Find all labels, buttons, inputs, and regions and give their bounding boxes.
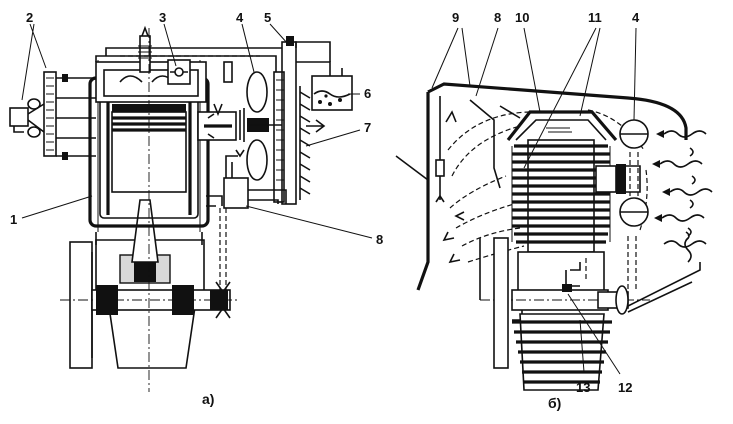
- caption-b: б): [548, 395, 561, 411]
- air-vent: [223, 61, 233, 83]
- callout-b-12: 12: [618, 380, 632, 395]
- temperature-gauge: [9, 71, 96, 160]
- callout-a-1: 1: [10, 212, 17, 227]
- cylinder-cowl: [506, 110, 618, 142]
- thermostat: [167, 59, 191, 85]
- flywheel-b: [479, 237, 509, 369]
- callout-a-3: 3: [159, 10, 166, 25]
- caption-a: а): [202, 391, 214, 407]
- leader-lines-b: [431, 27, 637, 375]
- callout-b-10: 10: [515, 10, 529, 25]
- connecting-rod: [119, 199, 171, 284]
- expansion-tank: [295, 41, 353, 111]
- callout-b-11: 11: [588, 10, 602, 25]
- callout-b-8: 8: [494, 10, 501, 25]
- finned-cylinder: [511, 139, 611, 253]
- callout-b-13: 13: [576, 380, 590, 395]
- drive-link: [219, 208, 227, 290]
- callout-a-4: 4: [236, 10, 244, 25]
- axial-fan: [595, 119, 649, 290]
- callout-a-8: 8: [376, 232, 383, 247]
- crankcase-b: [480, 251, 701, 321]
- oil-line: [562, 258, 587, 292]
- callout-b-9: 9: [452, 10, 459, 25]
- piston: [111, 28, 187, 392]
- air-flow-arrows: [442, 109, 648, 264]
- figure-a-liquid-cooling: 2 1 3 4 5 6 7 8 а): [9, 10, 383, 407]
- callout-a-2: 2: [26, 10, 33, 25]
- figure-b-air-cooling: 9 8 10 11 4 12 13 б): [395, 10, 713, 411]
- leader-lines-a: [21, 23, 373, 239]
- air-shroud: [395, 82, 688, 291]
- flywheel: [69, 241, 93, 369]
- callout-b-4: 4: [632, 10, 640, 25]
- lower-hose: [206, 149, 287, 209]
- radiator: [273, 36, 297, 205]
- callout-a-6: 6: [364, 86, 371, 101]
- water-pump: [197, 103, 237, 141]
- fan: [239, 71, 292, 181]
- callout-a-5: 5: [264, 10, 271, 25]
- incoming-air: [652, 130, 713, 263]
- callout-a-7: 7: [364, 120, 371, 135]
- radiator-shutters: [299, 86, 326, 200]
- crankshaft: [60, 285, 240, 315]
- finned-sump: [512, 313, 612, 391]
